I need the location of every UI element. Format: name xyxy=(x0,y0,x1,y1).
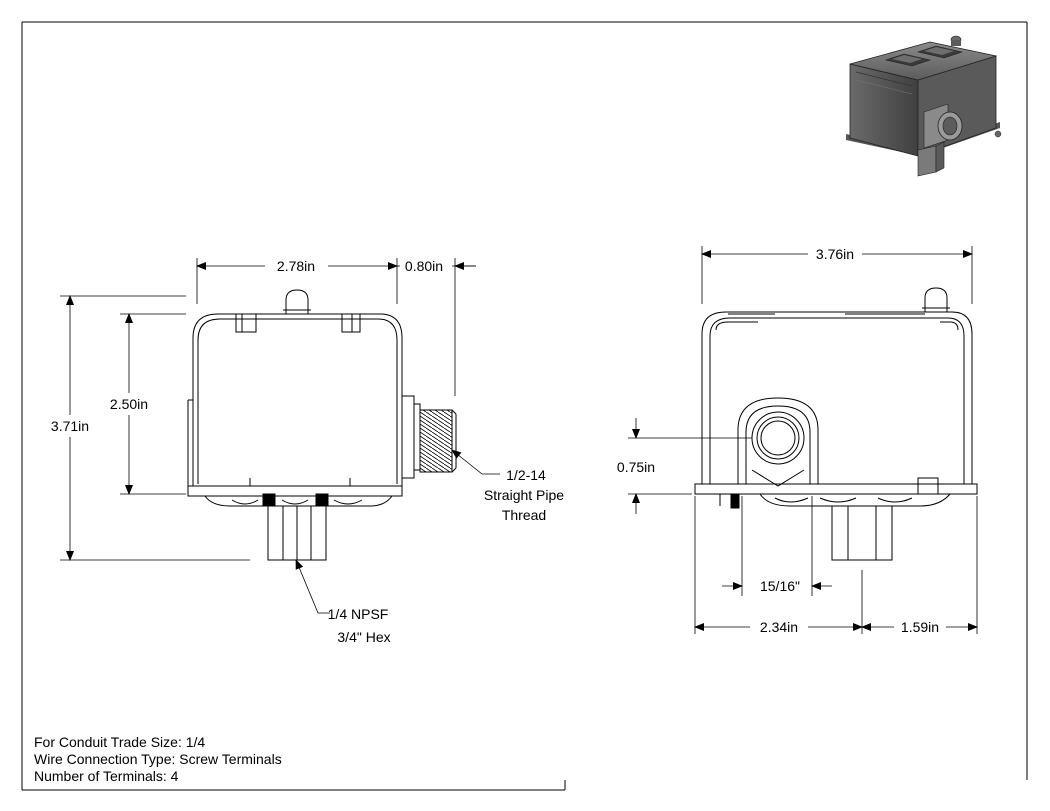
spec-number-of-terminals: Number of Terminals: 4 xyxy=(34,768,179,784)
dim-front-body-height: 2.50in xyxy=(110,396,148,412)
front-base-plate xyxy=(187,485,403,497)
front-side-fitting xyxy=(402,395,415,479)
side-conduit-boss xyxy=(737,397,819,484)
side-dimension-labels: 3.76in 0.75in 15/16" 2.34in 1.59in xyxy=(617,246,939,635)
side-dimensions xyxy=(628,246,978,634)
callout-thread-line1: 1/2-14 xyxy=(506,467,546,483)
side-view xyxy=(694,287,978,561)
side-base-plate xyxy=(694,483,978,495)
dim-side-left: 2.34in xyxy=(760,619,798,635)
drawing-frame xyxy=(21,21,1028,791)
callout-port-line2: 3/4" Hex xyxy=(337,629,390,645)
spec-conduit-size: For Conduit Trade Size: 1/4 xyxy=(34,734,206,750)
dim-side-conduit-offset: 0.75in xyxy=(617,459,655,475)
dim-front-fitting: 0.80in xyxy=(405,258,443,274)
front-dimensions xyxy=(60,258,500,614)
front-top-button xyxy=(285,289,309,314)
callout-thread-line3: Thread xyxy=(502,507,546,523)
side-cover-outline xyxy=(701,311,973,484)
front-dimension-labels: 2.78in 0.80in 3.71in 2.50in 1/2-14 Strai… xyxy=(51,258,564,645)
side-bottom-port xyxy=(831,505,893,561)
dim-front-width: 2.78in xyxy=(277,258,315,274)
dim-side-conduit-width: 15/16" xyxy=(760,578,800,594)
callout-thread-line2: Straight Pipe xyxy=(484,487,564,503)
dim-side-width: 3.76in xyxy=(816,246,854,262)
pressure-switch-isometric-icon xyxy=(846,35,1002,177)
dim-front-total-height: 3.71in xyxy=(51,418,89,434)
callout-port-line1: 1/4 NPSF xyxy=(328,606,389,622)
dim-side-right: 1.59in xyxy=(901,619,939,635)
spec-wire-connection: Wire Connection Type: Screw Terminals xyxy=(34,751,282,767)
front-view xyxy=(187,289,457,561)
side-top-button xyxy=(924,287,948,312)
front-cover-outline xyxy=(192,313,403,487)
